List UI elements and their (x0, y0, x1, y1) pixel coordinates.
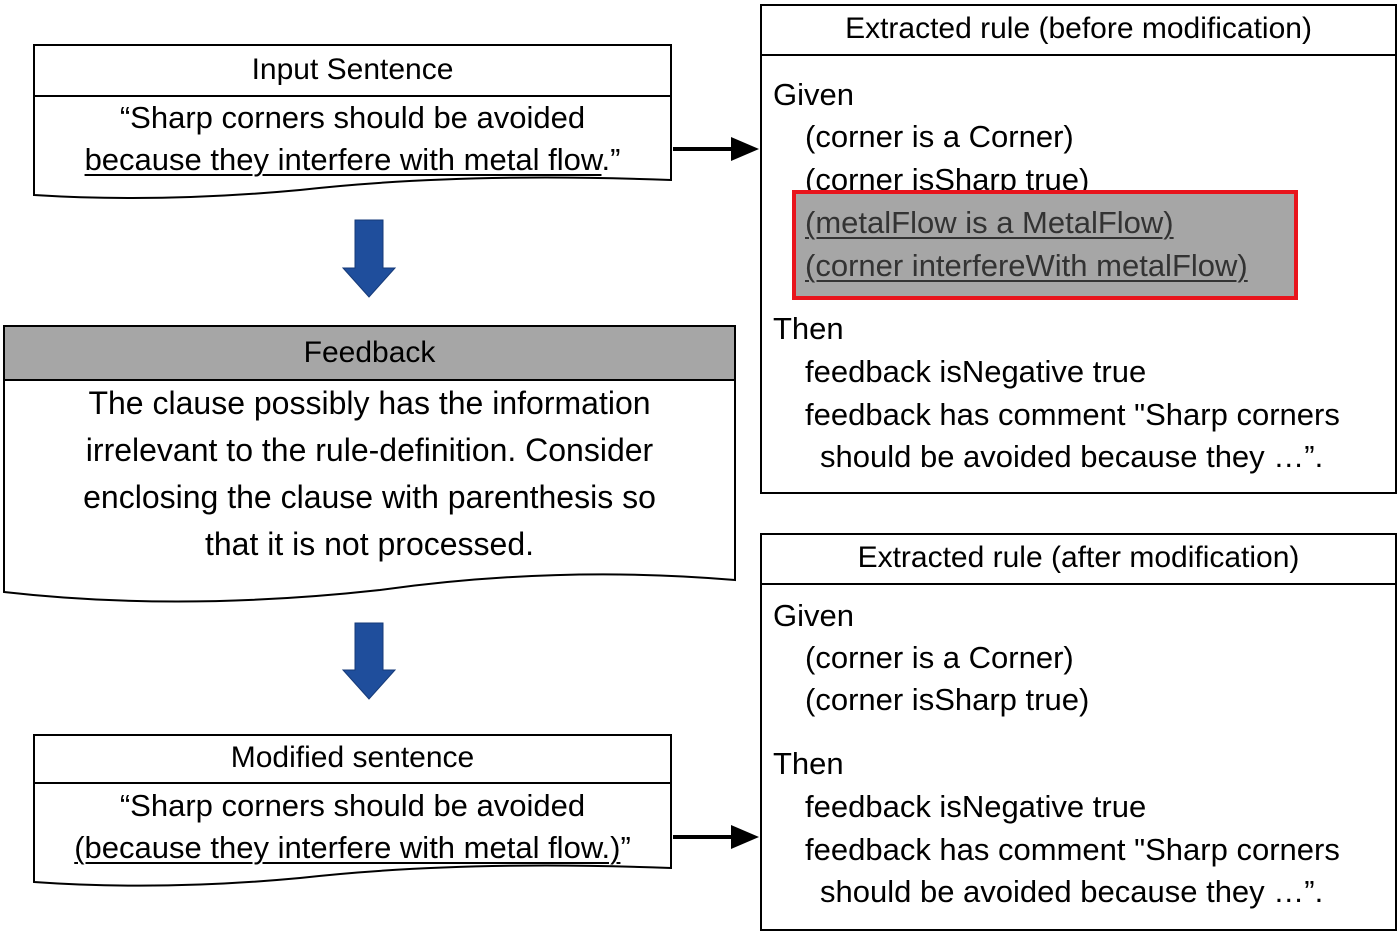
right-arrow-2-head (731, 825, 759, 849)
modified-sentence: Modified sentence “Sharp corners should … (34, 735, 671, 885)
input-sentence-line-2-tail: .” (601, 142, 621, 177)
rule-before-given-item-1: (corner is a Corner) (805, 119, 1074, 154)
modified-sentence-underlined-clause: (because they interfere with metal flow.… (74, 830, 621, 865)
feedback-box (3, 325, 736, 603)
down-arrow-2 (341, 622, 397, 700)
rule-before-highlight: (metalFlow is a MetalFlow) (corner inter… (792, 190, 1298, 300)
right-arrow-1-head (731, 137, 759, 161)
input-sentence-underlined-clause: because they interfere with metal flow (84, 142, 602, 177)
input-sentence-title: Input Sentence (251, 53, 454, 86)
rule-after-then-item-2: feedback has comment "Sharp corners (805, 832, 1340, 867)
rule-before-then-label: Then (773, 311, 844, 346)
rule-before-highlight-item-1: (metalFlow is a MetalFlow) (805, 205, 1174, 240)
rule-after-then-label: Then (773, 746, 844, 781)
rule-before-then-item-1: feedback isNegative true (805, 354, 1147, 389)
rule-after-then-continuation: should be avoided because they …”. (820, 874, 1324, 909)
rule-before-then-item-2: feedback has comment "Sharp corners (805, 397, 1340, 432)
feedback-line-2: irrelevant to the rule-definition. Consi… (85, 432, 654, 468)
rule-before-divider (762, 54, 1395, 56)
rule-before: Extracted rule (before modification) Giv… (760, 4, 1397, 494)
feedback: Feedback The clause possibly has the inf… (4, 326, 735, 596)
input-sentence-line-2: because they interfere with metal flow.” (34, 139, 671, 181)
modified-sentence-box (33, 734, 672, 887)
rule-after: Extracted rule (after modification) Give… (760, 533, 1397, 931)
feedback-line-3: enclosing the clause with parenthesis so (83, 479, 656, 515)
modified-sentence-title: Modified sentence (230, 741, 475, 774)
input-sentence: Input Sentence “Sharp corners should be … (34, 45, 671, 195)
feedback-line-4: that it is not processed. (204, 526, 535, 562)
rule-before-given-label: Given (773, 77, 854, 112)
input-sentence-divider (34, 95, 671, 97)
rule-after-given-item-1: (corner is a Corner) (805, 640, 1074, 675)
rule-after-then-item-1: feedback isNegative true (805, 789, 1147, 824)
input-sentence-box (33, 44, 672, 200)
feedback-line-1: The clause possibly has the information (88, 385, 651, 421)
rule-before-then-continuation: should be avoided because they …”. (820, 439, 1324, 474)
feedback-header-fill (4, 326, 735, 380)
rule-after-title: Extracted rule (after modification) (857, 541, 1300, 574)
modified-sentence-line-1: “Sharp corners should be avoided (119, 788, 586, 823)
feedback-divider (4, 379, 735, 381)
rule-after-given-item-2: (corner isSharp true) (805, 682, 1090, 717)
rule-before-title: Extracted rule (before modification) (845, 12, 1312, 45)
rule-after-divider (762, 583, 1395, 585)
feedback-title: Feedback (303, 336, 436, 369)
input-sentence-line-1: “Sharp corners should be avoided (119, 100, 586, 135)
rule-after-given-label: Given (773, 598, 854, 633)
down-arrow-1 (341, 219, 397, 298)
rule-before-highlight-item-2: (corner interfereWith metalFlow) (805, 248, 1248, 283)
modified-sentence-line-2: (because they interfere with metal flow.… (34, 827, 671, 869)
modified-sentence-divider (34, 782, 671, 784)
modified-sentence-line-2-tail: ” (620, 830, 631, 865)
